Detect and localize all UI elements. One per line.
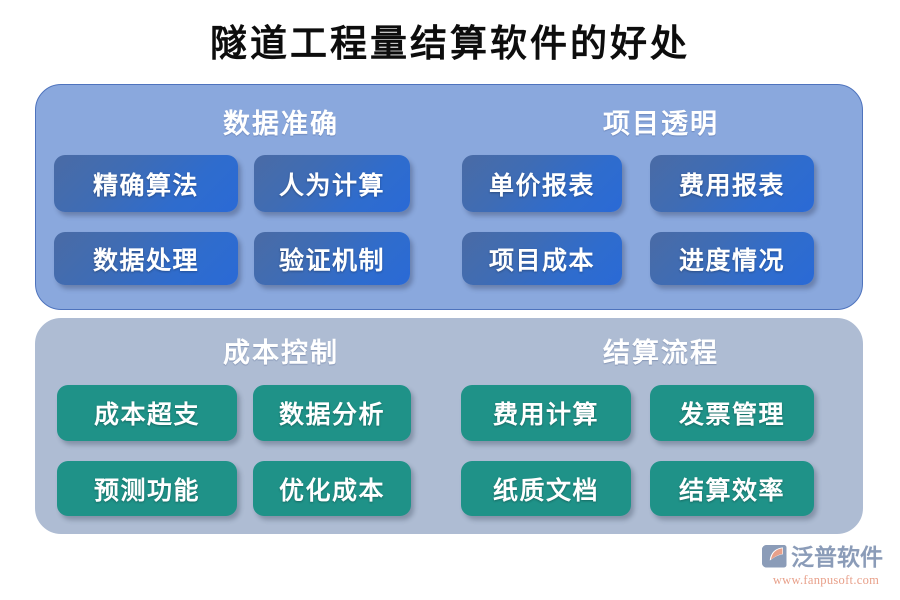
card-cost-overrun[interactable]: 成本超支 xyxy=(57,385,237,441)
card-optimize-cost[interactable]: 优化成本 xyxy=(253,461,411,516)
card-forecast-function[interactable]: 预测功能 xyxy=(57,461,237,516)
card-project-cost[interactable]: 项目成本 xyxy=(462,232,622,285)
card-data-processing[interactable]: 数据处理 xyxy=(54,232,238,285)
page-title: 隧道工程量结算软件的好处 xyxy=(210,24,690,65)
brand-name: 泛普软件 xyxy=(791,544,883,570)
card-manual-calculation[interactable]: 人为计算 xyxy=(254,155,410,212)
fanpu-swirl-logo-icon xyxy=(760,543,788,571)
card-fee-calculation[interactable]: 费用计算 xyxy=(461,385,631,441)
brand-logo-row: 泛普软件 xyxy=(760,542,892,572)
card-verification-mechanism[interactable]: 验证机制 xyxy=(254,232,410,285)
brand-logo: 泛普软件 www.fanpusoft.com xyxy=(760,542,892,590)
card-cost-report[interactable]: 费用报表 xyxy=(650,155,814,212)
card-precise-algorithm[interactable]: 精确算法 xyxy=(54,155,238,212)
brand-url: www.fanpusoft.com xyxy=(772,573,880,587)
card-progress-status[interactable]: 进度情况 xyxy=(650,232,814,285)
section-heading-data-accuracy: 数据准确 xyxy=(223,109,339,139)
card-paper-document[interactable]: 纸质文档 xyxy=(461,461,631,516)
card-settlement-efficiency[interactable]: 结算效率 xyxy=(650,461,814,516)
card-data-analysis[interactable]: 数据分析 xyxy=(253,385,411,441)
section-heading-cost-control: 成本控制 xyxy=(223,338,339,368)
section-heading-project-transparency: 项目透明 xyxy=(603,109,719,139)
section-heading-settlement-process: 结算流程 xyxy=(603,338,719,368)
card-invoice-management[interactable]: 发票管理 xyxy=(650,385,814,441)
card-unit-price-report[interactable]: 单价报表 xyxy=(462,155,622,212)
